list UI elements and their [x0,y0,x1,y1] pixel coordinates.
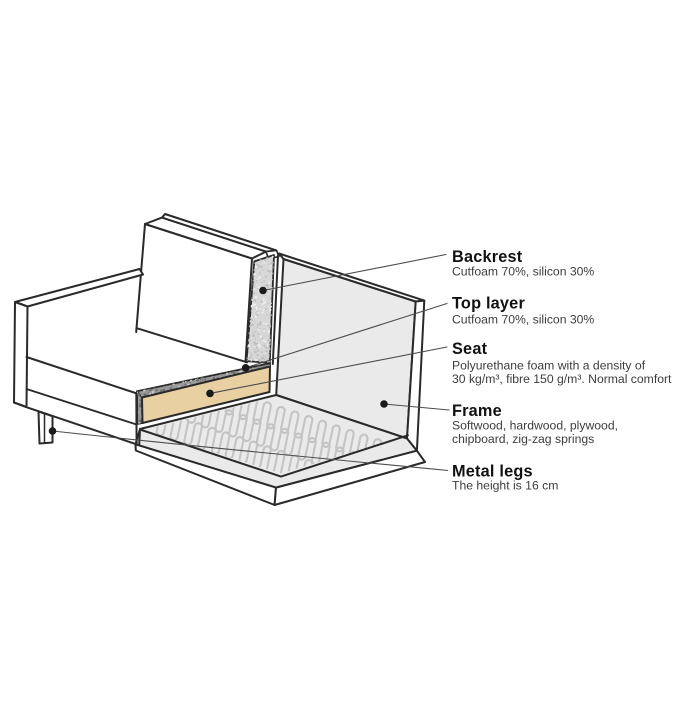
svg-text:Top layer: Top layer [452,295,525,313]
svg-text:Cutfoam 70%, silicon 30%: Cutfoam 70%, silicon 30% [452,265,594,279]
svg-text:Frame: Frame [452,402,502,420]
svg-text:Softwood, hardwood, plywood,: Softwood, hardwood, plywood, [452,419,618,433]
svg-text:30 kg/m³, fibre 150 g/m³. Norm: 30 kg/m³, fibre 150 g/m³. Normal comfort [452,372,672,386]
svg-text:chipboard, zig-zag springs: chipboard, zig-zag springs [452,432,594,446]
svg-text:Polyurethane foam with a densi: Polyurethane foam with a density of [452,359,646,373]
svg-text:The height is 16 cm: The height is 16 cm [452,479,558,493]
svg-text:Seat: Seat [452,340,488,358]
svg-text:Cutfoam 70%, silicon 30%: Cutfoam 70%, silicon 30% [452,313,594,327]
svg-text:Backrest: Backrest [452,248,523,266]
